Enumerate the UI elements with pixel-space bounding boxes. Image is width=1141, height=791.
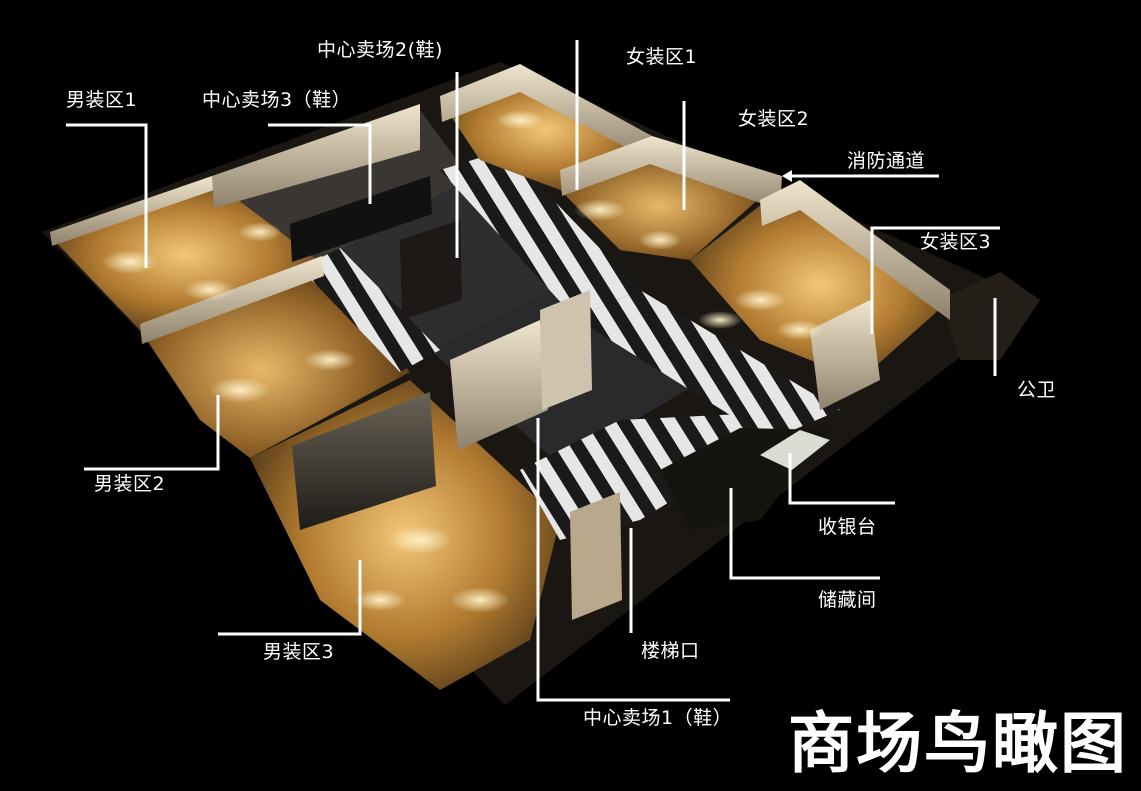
leader-lines [66,40,1000,702]
leader-women-3 [870,226,1000,334]
leader-men-3 [218,560,362,636]
wall-women-1-back [440,64,652,160]
women-zone-3-floor [690,190,950,380]
wall-men-3-shelf [292,392,436,530]
label-fire-exit: 消防通道 [847,150,926,172]
label-storage: 储藏间 [818,589,877,611]
label-center-1: 中心卖场1（鞋） [583,707,733,729]
spotlights [102,110,824,613]
label-stairs: 楼梯口 [641,640,700,662]
fixture-stairs [570,492,622,620]
label-center-2: 中心卖场2(鞋) [317,39,443,61]
label-men-zone-2: 男装区2 [94,473,166,495]
label-restroom: 公卫 [1017,379,1057,401]
restroom-block [940,272,1040,360]
wall-men-divider [140,256,324,344]
leader-center-1 [536,418,730,702]
wall-women-3-front [810,300,880,410]
leader-cashier [788,453,895,505]
label-men-zone-1: 男装区1 [66,89,138,111]
label-women-zone-1: 女装区1 [626,46,698,68]
label-men-zone-3: 男装区3 [263,641,335,663]
aisle-upper [440,150,640,318]
wall-women-3-back [760,180,950,320]
fixture-center-2 [400,220,462,320]
wall-women-2-back [560,136,782,210]
leader-center-3 [268,123,372,204]
fixture-center-3 [290,176,432,262]
leader-men-1 [66,123,148,268]
fixture-center-1 [540,290,592,410]
wall-center-3-back [212,104,420,208]
wall-center-1-shelf [450,320,548,450]
label-women-zone-2: 女装区2 [738,108,810,130]
aisle-left [300,248,440,372]
wall-men-1-back [50,176,214,246]
fire-exit-arrow-icon [782,170,792,182]
label-center-3: 中心卖场3（鞋） [202,89,352,111]
leader-storage [729,488,880,580]
aisle-middle [575,290,840,440]
label-women-zone-3: 女装区3 [920,231,992,253]
cashier-counter [760,430,830,470]
page-title: 商场鸟瞰图 [788,705,1128,782]
leader-men-2 [84,395,220,471]
label-cashier: 收银台 [818,516,877,538]
